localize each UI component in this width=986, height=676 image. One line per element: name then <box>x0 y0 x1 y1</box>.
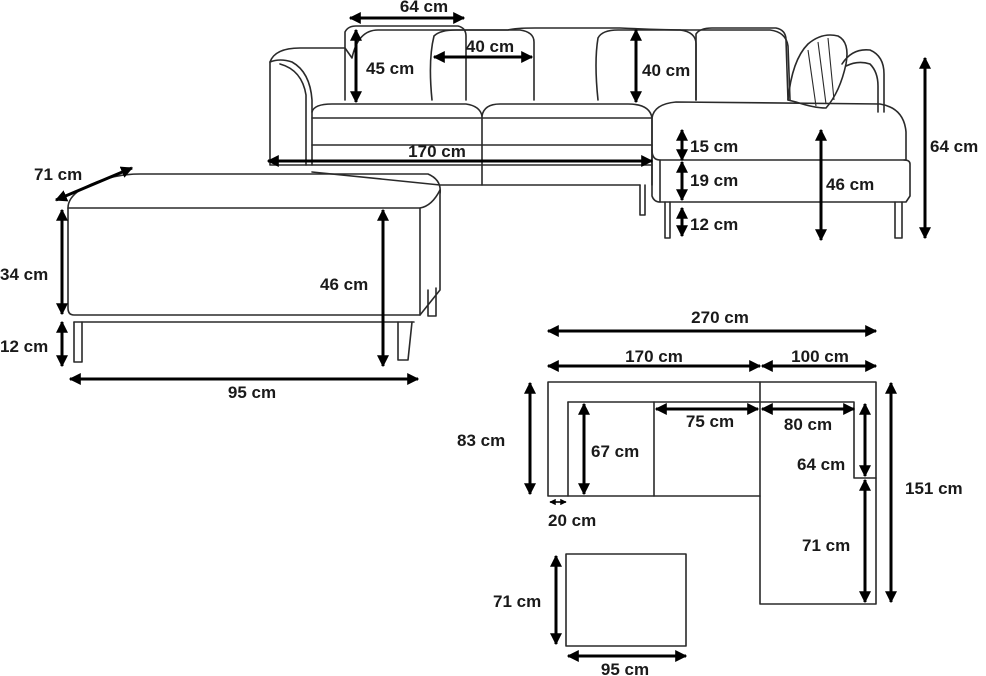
label-sofa-length: 170 cm <box>408 142 466 161</box>
label-plan-total-width: 270 cm <box>691 308 749 327</box>
label-ottoman-leg-height: 12 cm <box>0 337 48 356</box>
label-plan-chaise-total-depth: 151 cm <box>905 479 963 498</box>
label-plan-sofa-width: 170 cm <box>625 347 683 366</box>
label-plan-seat-width: 75 cm <box>686 412 734 431</box>
label-ottoman-body-height: 34 cm <box>0 265 48 284</box>
label-pillow-width: 40 cm <box>466 37 514 56</box>
dimension-arrows <box>54 11 931 662</box>
label-plan-arm-width: 20 cm <box>548 511 596 530</box>
label-plan-depth: 83 cm <box>457 431 505 450</box>
label-plan-seat-depth: 67 cm <box>591 442 639 461</box>
label-ottoman-height: 46 cm <box>320 275 368 294</box>
label-plan-ottoman-depth: 71 cm <box>493 592 541 611</box>
label-sofa-leg-height: 12 cm <box>690 215 738 234</box>
label-ottoman-width: 95 cm <box>228 383 276 402</box>
sofa-elevation-drawing <box>269 25 911 239</box>
label-pillow-height: 40 cm <box>642 61 690 80</box>
label-plan-chaise-depth-upper: 64 cm <box>797 455 845 474</box>
label-back-cushion-height: 45 cm <box>366 59 414 78</box>
label-seat-cushion-height: 19 cm <box>690 171 738 190</box>
label-plan-chaise-seat-width: 80 cm <box>784 415 832 434</box>
label-total-height: 64 cm <box>930 137 978 156</box>
label-ottoman-depth: 71 cm <box>34 165 82 184</box>
label-plan-ottoman-width: 95 cm <box>601 660 649 676</box>
label-back-cushion-width: 64 cm <box>400 0 448 16</box>
plan-view-drawing <box>547 381 877 647</box>
label-armrest-offset: 15 cm <box>690 137 738 156</box>
ottoman-elevation-drawing <box>67 173 442 363</box>
label-seat-height: 46 cm <box>826 175 874 194</box>
label-plan-chaise-width: 100 cm <box>791 347 849 366</box>
label-plan-chaise-depth-lower: 71 cm <box>802 536 850 555</box>
